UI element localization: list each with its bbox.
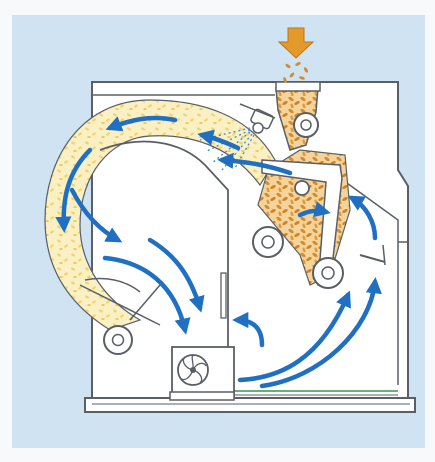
- machine-base: [85, 398, 415, 412]
- separator-plate: [221, 273, 226, 318]
- roller-icon: [295, 181, 309, 195]
- fan-icon: [170, 347, 234, 400]
- roller-icon: [294, 113, 318, 137]
- roller-icon: [104, 326, 132, 354]
- roller-icon: [253, 227, 283, 257]
- roller-icon: [313, 258, 343, 288]
